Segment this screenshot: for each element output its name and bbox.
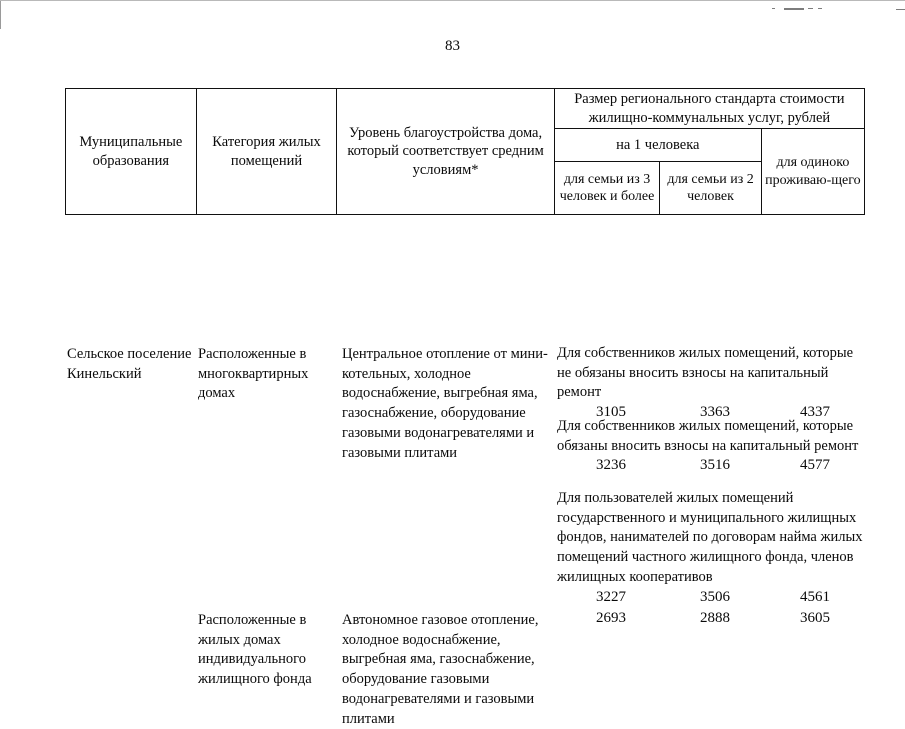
cell-category: Расположенные в многоквартирных домах (198, 346, 309, 402)
header-cell-cost-group: Размер регионального стандарта стоимости… (554, 89, 864, 214)
payer-group-note: Для собственников жилых помещений, котор… (557, 418, 859, 454)
value-single-person: 4337 (800, 404, 830, 421)
value-family-of-2: 3363 (700, 404, 730, 421)
value-family-of-3: 3105 (596, 404, 626, 421)
scan-artifact-mark (818, 8, 822, 9)
scan-artifact-mark (772, 8, 775, 9)
header-label-category: Категория жилых помещений (212, 134, 321, 169)
value-family-of-3: 3227 (596, 588, 626, 605)
header-cost-subgroups: на 1 человека для семьи из 3 человек и б… (554, 129, 864, 214)
value-single-person: 4577 (800, 457, 830, 474)
payer-group-values: 3227 3506 4561 (557, 589, 865, 606)
header-cell-amenity-level: Уровень благоустройства дома, который со… (337, 89, 555, 214)
cell-category: Расположенные в жилых домах индивидуальн… (198, 612, 312, 688)
value-family-of-2: 2888 (700, 610, 730, 626)
table-row: Сельское поселение Кинельский (67, 345, 195, 384)
header-label-municipalities: Муниципальные образования (79, 134, 183, 169)
value-single-person: 3605 (800, 610, 830, 626)
regional-standard-cost-table: Муниципальные образования Категория жилы… (65, 88, 865, 727)
scan-artifact-mark (896, 9, 905, 10)
scan-artifact-left-edge (0, 1, 1, 29)
header-cell-municipalities: Муниципальные образования (66, 89, 197, 214)
header-per-person-subcolumns: для семьи из 3 человек и более для семьи… (555, 162, 761, 214)
header-label-per-person: на 1 человека (554, 129, 761, 162)
header-label-single-person: для одиноко проживаю-щего (765, 154, 861, 188)
payer-group-values: 3105 3363 4337 (557, 404, 865, 421)
payer-group: 2693 2888 3605 (557, 610, 865, 627)
value-family-of-2: 3506 (700, 588, 730, 605)
header-label-cost-title: Размер регионального стандарта стоимости… (554, 89, 864, 129)
payer-group: Для собственников жилых помещений, котор… (557, 417, 865, 474)
value-family-of-3: 3236 (596, 457, 626, 474)
value-family-of-3: 2693 (596, 610, 626, 626)
page-number: 83 (445, 38, 460, 54)
cell-amenity-level: Центральное отопление от мини-котельных,… (342, 346, 548, 461)
header-cell-single-person: для одиноко проживаю-щего (762, 129, 864, 214)
payer-group-values: 2693 2888 3605 (557, 610, 865, 627)
payer-group: Для пользователей жилых помещений госуда… (557, 489, 865, 606)
header-label-family-of-3: для семьи из 3 человек и более (559, 171, 655, 204)
cell-amenity-level: Автономное газовое отопление, холодное в… (342, 612, 539, 727)
header-cell-family-of-2: для семьи из 2 человек (660, 162, 761, 214)
header-cell-family-of-3: для семьи из 3 человек и более (555, 162, 661, 214)
scan-artifact-top-edge (0, 0, 905, 1)
value-family-of-2: 3516 (700, 457, 730, 474)
payer-group-note: Для собственников жилых помещений, котор… (557, 345, 854, 401)
header-label-family-of-2: для семьи из 2 человек (667, 171, 754, 204)
table-header-row: Муниципальные образования Категория жилы… (65, 88, 865, 215)
payer-group-note: Для пользователей жилых помещений госуда… (557, 490, 863, 585)
payer-group: Для собственников жилых помещений, котор… (557, 344, 865, 421)
scan-artifact-mark (784, 8, 804, 10)
scan-artifact-mark (808, 8, 813, 9)
header-cell-per-person-group: на 1 человека для семьи из 3 человек и б… (554, 129, 762, 214)
header-cell-category: Категория жилых помещений (197, 89, 338, 214)
header-label-amenity-level: Уровень благоустройства дома, который со… (347, 125, 544, 178)
value-single-person: 4561 (800, 588, 830, 605)
payer-group-values: 3236 3516 4577 (557, 457, 865, 474)
cell-municipality: Сельское поселение Кинельский (67, 346, 192, 382)
